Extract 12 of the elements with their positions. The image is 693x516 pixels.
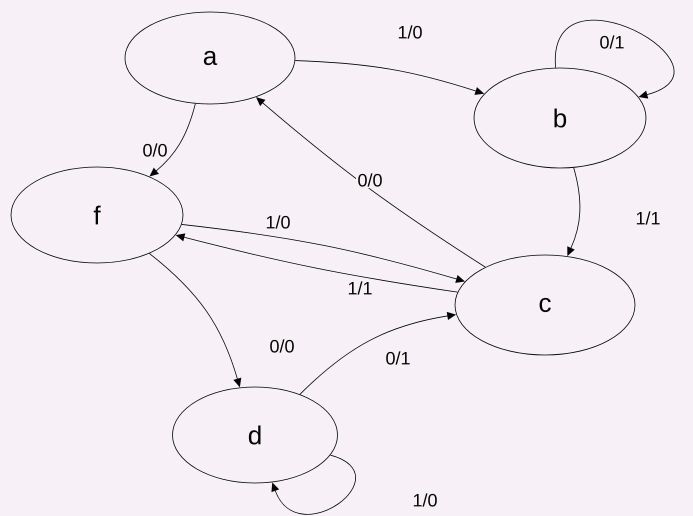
edge-label: 1/0	[396, 24, 424, 40]
arrow	[271, 454, 356, 515]
edge-label: 1/0	[411, 492, 440, 508]
edge-label: 0/0	[268, 338, 296, 354]
edge-label: 1/0	[264, 214, 292, 230]
arrow	[555, 20, 674, 99]
edge-label: 0/0	[141, 142, 170, 158]
edge-label: 1/1	[634, 210, 662, 226]
edge-label: 0/0	[356, 172, 384, 188]
edge-label: 0/1	[384, 350, 412, 366]
edge-label: 0/1	[598, 34, 626, 50]
edge-label: 1/1	[346, 280, 374, 296]
